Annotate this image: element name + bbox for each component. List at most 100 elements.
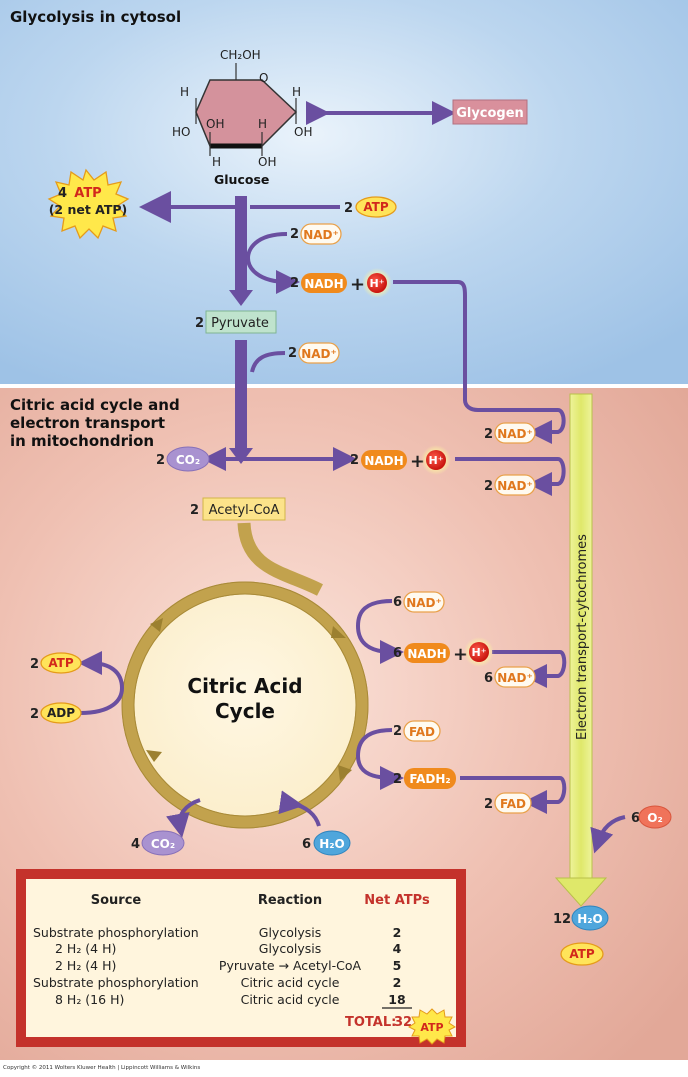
glucose-oh: OH [294, 125, 312, 139]
coef: 6 [302, 837, 311, 852]
co2-label: CO₂ [176, 453, 200, 467]
glucose-oh: OH [206, 117, 224, 131]
atp-label: ATP [569, 947, 595, 961]
nad-label: NAD⁺ [497, 427, 533, 441]
cycle-title-line2: Cycle [215, 699, 275, 723]
coef: 2 [190, 503, 199, 518]
cycle-title-line1: Citric Acid [187, 674, 302, 698]
h-plus-label: H⁺ [471, 646, 486, 659]
coef: 2 [30, 707, 39, 722]
coef: 2 [484, 427, 493, 442]
coef: 6 [631, 811, 640, 826]
coef: 2 [195, 316, 204, 331]
atp-label: ATP [420, 1021, 443, 1034]
plus-sign: + [410, 451, 425, 472]
glucose-h: H [292, 85, 301, 99]
glucose-structure: CH₂OH O H OH H HO OH H H OH Glucose [172, 48, 312, 187]
coef: 2 [393, 724, 402, 739]
o2-label: O₂ [647, 811, 662, 825]
coef: 6 [393, 595, 402, 610]
atp-label: ATP [363, 200, 389, 214]
coef: 2 [156, 453, 165, 468]
electron-transport-label: Electron transport-cytochromes [575, 534, 590, 740]
acetyl-coa-box [202, 497, 286, 521]
co2-label: CO₂ [151, 837, 175, 851]
nadh-label: NADH [304, 277, 343, 291]
coef: 12 [553, 912, 571, 927]
coef: 2 [344, 201, 353, 216]
atp-summary-table: Source Reaction Net ATPs Substrate phosp… [16, 869, 466, 1047]
nadh-label: NADH [364, 454, 403, 468]
net-atp-label: (2 net ATP) [49, 202, 128, 217]
coef: 2 [288, 346, 297, 361]
table-total-label: TOTAL: [345, 1015, 396, 1030]
glucose-ch2oh: CH₂OH [220, 48, 261, 62]
glucose-ring-o: O [259, 71, 268, 85]
glucose-oh: OH [258, 155, 276, 169]
table-row-atps: 5 [393, 958, 402, 973]
table-row-atps: 2 [393, 975, 402, 990]
glucose-h: H [212, 155, 221, 169]
table-row-reaction: Citric acid cycle [241, 992, 340, 1007]
coef: 2 [350, 453, 359, 468]
coef: 2 [393, 772, 402, 787]
glucose-h: H [258, 117, 267, 131]
atp-label: ATP [48, 656, 74, 670]
coef: 4 [131, 837, 140, 852]
atp-label: ATP [74, 186, 101, 201]
h2o-label: H₂O [319, 837, 345, 851]
coef: 2 [290, 276, 299, 291]
table-row-atps: 4 [393, 941, 402, 956]
coef: 2 [484, 479, 493, 494]
atp-starburst: 4 ATP (2 net ATP) [47, 168, 130, 240]
nad-label: NAD⁺ [497, 671, 533, 685]
nad-label: NAD⁺ [406, 596, 442, 610]
glycogen-label: Glycogen [456, 106, 524, 121]
mito-title-line1: Citric acid cycle and [10, 396, 180, 414]
table-row-source: Substrate phosphorylation [33, 975, 199, 990]
glycogen-box [452, 99, 528, 125]
table-header-source: Source [91, 893, 142, 908]
table-header-net-atps: Net ATPs [364, 893, 430, 908]
table-row-reaction: Glycolysis [259, 925, 321, 940]
table-total-value: 32 [394, 1015, 412, 1030]
h-plus-label: H⁺ [428, 454, 443, 467]
pyruvate-label: Pyruvate [211, 316, 269, 331]
table-row-source: 8 H₂ (16 H) [55, 992, 124, 1007]
table-row-reaction: Pyruvate → Acetyl-CoA [219, 958, 362, 973]
fad-label: FAD [500, 797, 526, 811]
mito-title-line3: in mitochondrion [10, 432, 154, 450]
table-row-atps: 2 [393, 925, 402, 940]
acetyl-coa-label: Acetyl-CoA [209, 503, 280, 518]
table-header-reaction: Reaction [258, 893, 322, 908]
atp-count: 4 [58, 186, 67, 201]
glucose-label: Glucose [214, 172, 269, 187]
h2o-label: H₂O [577, 912, 603, 926]
nad-label: NAD⁺ [303, 228, 339, 242]
coef: 6 [484, 671, 493, 686]
coef: 2 [30, 657, 39, 672]
coef: 6 [393, 646, 402, 661]
table-row-source: Substrate phosphorylation [33, 925, 199, 940]
nad-label: NAD⁺ [497, 479, 533, 493]
nadh-label: NADH [407, 647, 446, 661]
coef: 2 [484, 797, 493, 812]
coef: 2 [290, 227, 299, 242]
mito-title-line2: electron transport [10, 414, 165, 432]
adp-label: ADP [47, 706, 75, 720]
plus-sign: + [350, 274, 365, 295]
table-row-reaction: Glycolysis [259, 941, 321, 956]
copyright-text: Copyright © 2011 Wolters Kluwer Health |… [3, 1064, 200, 1071]
glucose-h: H [180, 85, 189, 99]
fadh2-label: FADH₂ [409, 772, 450, 786]
table-row-source: 2 H₂ (4 H) [55, 958, 116, 973]
glucose-ho: HO [172, 125, 190, 139]
citric-acid-cycle: Citric Acid Cycle [121, 581, 369, 829]
table-row-reaction: Citric acid cycle [241, 975, 340, 990]
table-row-atps: 18 [388, 992, 405, 1007]
glycolysis-title: Glycolysis in cytosol [10, 8, 181, 26]
pyruvate-box [205, 310, 277, 334]
table-row-source: 2 H₂ (4 H) [55, 941, 116, 956]
